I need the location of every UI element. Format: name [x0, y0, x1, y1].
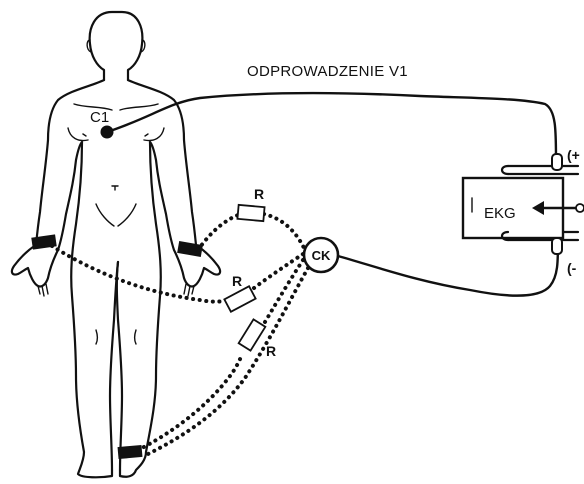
- right-inner-leg: [117, 262, 122, 470]
- right-groin-line: [118, 204, 136, 226]
- electrode-label-c1: C1: [90, 109, 109, 126]
- left-ankle-electrode: [118, 445, 143, 459]
- negative-lead-wire: [338, 240, 558, 296]
- right-clavicle: [120, 104, 158, 110]
- diagram-title: ODPROWADZENIE V1: [247, 63, 408, 80]
- right-knee: [135, 330, 137, 344]
- resistor-middle: R: [224, 273, 255, 312]
- resistor-middle-body: [224, 286, 255, 312]
- ekg-label: EKG: [484, 205, 516, 222]
- ekg-top-rail: [508, 166, 578, 174]
- head: [90, 12, 143, 80]
- resistor-lower: R: [239, 319, 276, 359]
- navel: [112, 186, 118, 190]
- left-chest-line: [68, 128, 88, 141]
- resistor-middle-label: R: [232, 273, 242, 289]
- resistor-lower-label: R: [266, 343, 276, 359]
- body-right-outline: [120, 80, 220, 477]
- body-left-outline: [12, 80, 112, 477]
- right-nipple: [145, 134, 148, 136]
- dotted-wire-right-wrist-to-resistor: [198, 215, 238, 250]
- resistor-top-label: R: [254, 186, 264, 202]
- ekg-device: EKG: [463, 154, 584, 254]
- ekg-pivot: [576, 204, 584, 212]
- resistor-top-body: [237, 205, 264, 221]
- left-groin-line: [96, 204, 114, 226]
- dotted-wire-ck-to-ankle-direct: [144, 268, 308, 456]
- left-nipple: [83, 134, 86, 136]
- left-knee: [96, 330, 98, 344]
- positive-lead-wire: [107, 93, 556, 160]
- negative-terminal-label: (-: [567, 260, 577, 276]
- central-terminal-label: CK: [312, 248, 331, 263]
- resistor-lower-body: [239, 319, 266, 350]
- dotted-wire-resistor-to-ck-top: [264, 214, 304, 248]
- ekg-negative-terminal: [552, 238, 562, 254]
- resistor-top: R: [237, 186, 264, 221]
- positive-terminal-label: (+: [567, 147, 580, 163]
- ekg-positive-terminal: [552, 154, 562, 170]
